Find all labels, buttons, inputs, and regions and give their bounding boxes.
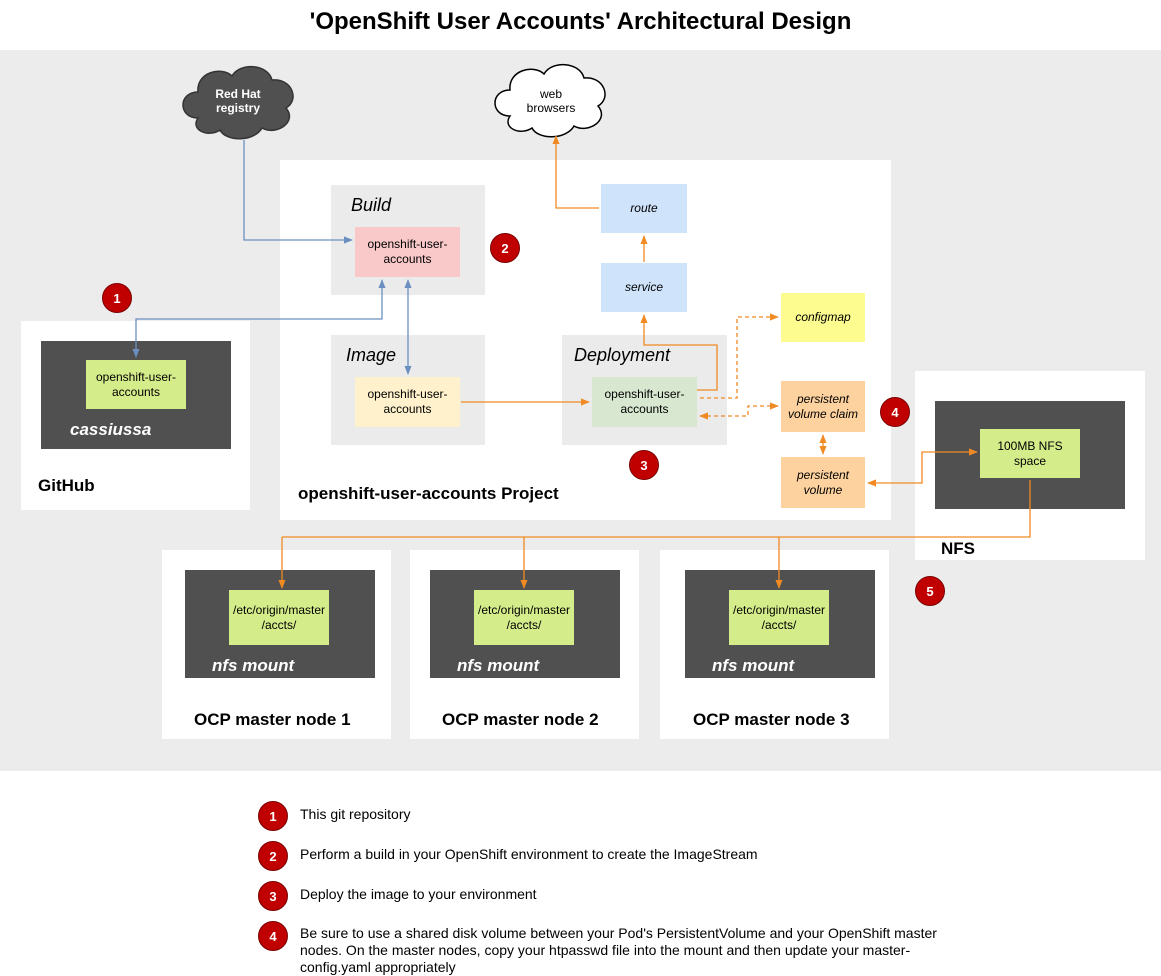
build-box[interactable]: openshift-user-accounts [355, 227, 460, 277]
badge-3: 3 [629, 450, 659, 480]
legend-badge-1: 1 [258, 801, 288, 831]
route-box[interactable]: route [601, 184, 687, 233]
master-node-3-mount-label: nfs mount [712, 656, 795, 675]
github-account-label: cassiussa [70, 420, 152, 439]
master-node-2-mount-label: nfs mount [457, 656, 540, 675]
legend-text-2: Perform a build in your OpenShift enviro… [300, 846, 758, 862]
nfs-to-masters-line [282, 480, 1031, 538]
legend-badge-2: 2 [258, 841, 288, 871]
badge-5: 5 [915, 576, 945, 606]
legend-text-4: Be sure to use a shared disk volume betw… [300, 925, 937, 975]
legend-text-1: This git repository [300, 806, 411, 822]
legend-badge-3: 3 [258, 881, 288, 911]
master-node-2-path[interactable]: /etc/origin/master /accts/ [474, 590, 574, 645]
deployment-to-pvc-arrow [699, 402, 779, 420]
route-to-browsers-arrow [552, 135, 599, 209]
nfs-space-box[interactable]: 100MB NFS space [980, 429, 1080, 478]
image-box[interactable]: openshift-user-accounts [355, 377, 460, 427]
badge-1: 1 [102, 283, 132, 313]
github-repo-box[interactable]: openshift-user-accounts [86, 360, 186, 409]
master-node-3-path[interactable]: /etc/origin/master /accts/ [729, 590, 829, 645]
master-node-1-mount-label: nfs mount [212, 656, 295, 675]
nfs-label: NFS [941, 539, 975, 558]
deployment-to-service-arrow [640, 314, 718, 391]
service-box[interactable]: service [601, 263, 687, 312]
registry-to-build-arrow [243, 140, 353, 244]
legend-badge-4: 4 [258, 921, 288, 951]
legend-text-3: Deploy the image to your environment [300, 886, 537, 902]
master-node-1-label: OCP master node 1 [194, 710, 351, 729]
build-label: Build [351, 195, 392, 215]
pv-to-nfs-arrow [867, 448, 978, 487]
registry-cloud-icon [182, 66, 294, 140]
github-label: GitHub [38, 476, 95, 495]
project-label: openshift-user-accounts Project [298, 484, 559, 503]
diagram-title: 'OpenShift User Accounts' Architectural … [309, 8, 852, 35]
browsers-cloud-label: web browsers [526, 87, 576, 115]
pvc-box[interactable]: persistent volume claim [781, 381, 865, 432]
master-node-3-label: OCP master node 3 [693, 710, 850, 729]
build-to-github-arrow [132, 279, 386, 358]
badge-2: 2 [490, 233, 520, 263]
deployment-to-configmap-arrow [700, 313, 779, 399]
pv-box[interactable]: persistent volume [781, 457, 865, 508]
master-node-2-label: OCP master node 2 [442, 710, 599, 729]
deployment-box[interactable]: openshift-user-accounts [592, 377, 697, 427]
master-node-1-path[interactable]: /etc/origin/master /accts/ [229, 590, 329, 645]
registry-cloud-label: Red Hat registry [215, 87, 261, 115]
badge-4: 4 [880, 397, 910, 427]
configmap-box[interactable]: configmap [781, 293, 865, 342]
deployment-label: Deployment [574, 345, 671, 365]
browsers-cloud-icon [494, 64, 606, 138]
